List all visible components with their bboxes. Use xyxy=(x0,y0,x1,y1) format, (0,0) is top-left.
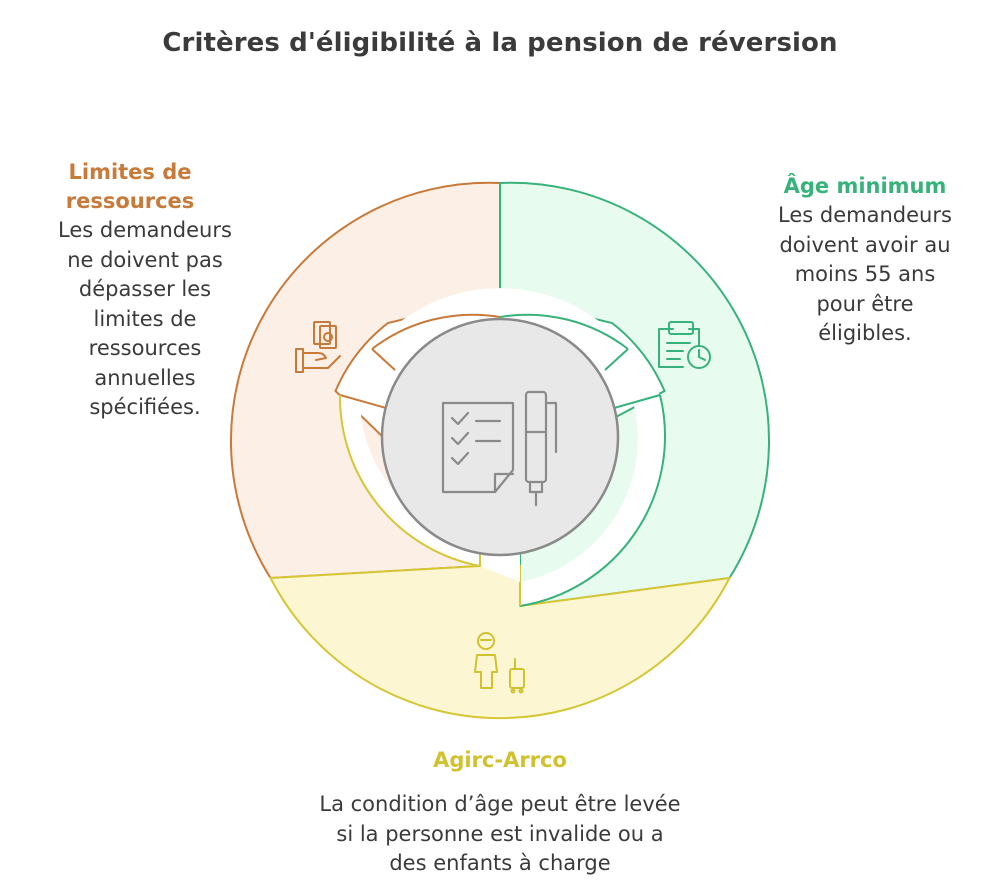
ressources-text-line: Les demandeurs xyxy=(58,218,232,242)
ressources-text-line: limites de xyxy=(93,306,197,331)
agirc-text-line: La condition d’âge peut être levée xyxy=(319,792,681,816)
age-description: Les demandeurs doivent avoir au moins 55… xyxy=(750,201,980,349)
inner-gap xyxy=(338,288,666,607)
agirc-description: La condition d’âge peut être levée si la… xyxy=(230,790,770,879)
segment-agirc xyxy=(268,565,732,720)
ressources-text-line: annuelles xyxy=(94,365,196,390)
ressources-text-line: spécifiées. xyxy=(89,395,201,419)
ressources-text-line: dépasser les xyxy=(78,277,212,301)
age-text-line: Les demandeurs xyxy=(778,203,952,227)
person-with-luggage-icon xyxy=(474,632,525,694)
clipboard-clock-icon xyxy=(658,321,711,369)
age-text-line: doivent avoir au xyxy=(779,232,951,257)
agirc-heading: Agirc-Arrco xyxy=(433,748,567,772)
agirc-text-line: des enfants à charge xyxy=(389,851,611,875)
ressources-heading-line: Limites de xyxy=(68,160,192,184)
age-text-line: pour être xyxy=(816,291,914,316)
ressources-heading: Limites de ressources xyxy=(40,158,220,216)
money-in-hand-icon xyxy=(295,321,341,373)
age-heading: Âge minimum xyxy=(783,174,947,198)
checklist-and-pen-icon xyxy=(441,390,558,507)
page-title: Critères d'éligibilité à la pension de r… xyxy=(162,28,838,58)
age-text-line: moins 55 ans xyxy=(794,262,936,286)
ressources-text-line: ne doivent pas xyxy=(67,247,223,272)
ressources-text-line: ressources xyxy=(88,336,202,360)
center-circle xyxy=(380,317,620,557)
agirc-text-line: si la personne est invalide ou a xyxy=(336,821,664,846)
ressources-description: Les demandeurs ne doivent pas dépasser l… xyxy=(30,216,260,423)
ressources-heading-line: ressources xyxy=(65,189,195,213)
age-text-line: éligibles. xyxy=(818,321,912,345)
